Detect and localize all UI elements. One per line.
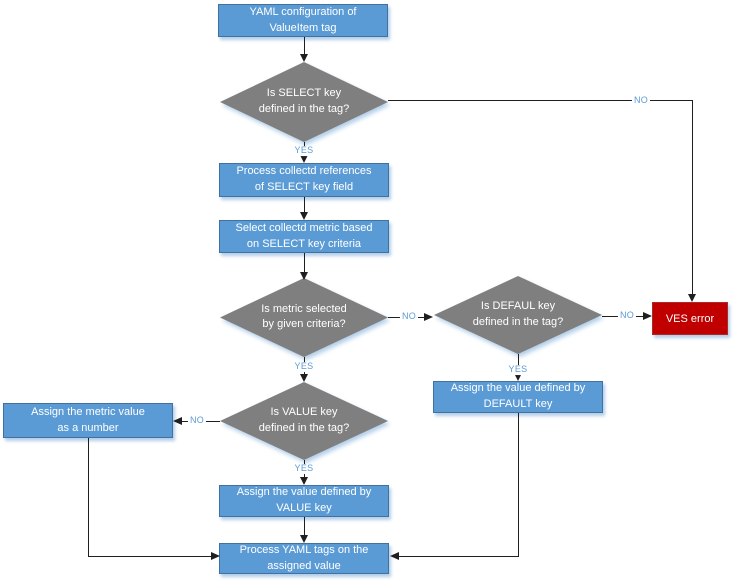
- node-select-collectd-metric-label: Select collectd metric based on SELECT k…: [235, 221, 373, 250]
- arrowhead-right-icon: [424, 313, 433, 321]
- node-assign-value-key-value-label: Assign the value defined by VALUE key: [236, 486, 372, 514]
- decision-metric-selected-label: Is metric selected by given criteria?: [261, 302, 347, 331]
- arrowhead-down-icon: [688, 294, 696, 302]
- node-process-collectd-references-label: Process collectd references of SELECT ke…: [236, 165, 372, 193]
- arrowhead-down-icon: [300, 212, 308, 220]
- edge-label-metric-no: NO: [399, 311, 419, 322]
- node-assign-metric-as-number: Assign the metric value as a number: [3, 403, 173, 438]
- arrowhead-down-icon: [300, 54, 308, 62]
- arrowhead-right-icon: [211, 552, 220, 560]
- arrowhead-left-icon: [173, 417, 182, 425]
- decision-value-key-label: Is VALUE key defined in the tag?: [258, 406, 350, 434]
- connector-config-to-select-decision: [304, 37, 305, 54]
- connector-metricbox-down: [88, 438, 89, 557]
- arrowhead-right-icon: [643, 312, 652, 320]
- edge-label-default-yes: YES: [506, 364, 530, 375]
- arrowhead-down-icon: [300, 272, 308, 280]
- edge-label-metric-yes: YES: [292, 361, 316, 372]
- node-assign-default-value: Assign the value defined by DEFAULT key: [433, 381, 603, 413]
- connector-defaultbox-to-processyaml: [399, 556, 519, 557]
- connector-selectmetric-to-decision: [304, 253, 305, 272]
- node-assign-value-key-value: Assign the value defined by VALUE key: [219, 485, 389, 517]
- edge-label-value-no: NO: [187, 415, 207, 426]
- edge-label-select-yes: YES: [292, 145, 316, 156]
- arrowhead-down-icon: [514, 373, 522, 381]
- node-yaml-configuration: YAML configuration of ValueItem tag: [218, 4, 388, 37]
- node-assign-metric-as-number-label: Assign the metric value as a number: [31, 405, 145, 434]
- node-select-collectd-metric: Select collectd metric based on SELECT k…: [219, 220, 389, 253]
- node-process-collectd-references: Process collectd references of SELECT ke…: [219, 163, 389, 197]
- decision-value-key: Is VALUE key defined in the tag?: [220, 382, 388, 460]
- arrowhead-down-icon: [300, 535, 308, 543]
- edge-label-value-yes: YES: [292, 463, 316, 474]
- node-process-yaml-tags: Process YAML tags on the assigned value: [219, 543, 389, 574]
- decision-default-key: Is DEFAUL key defined in the tag?: [434, 276, 602, 354]
- connector-defaultbox-down: [518, 413, 519, 557]
- decision-default-key-label: Is DEFAUL key defined in the tag?: [472, 300, 564, 328]
- edge-label-select-no: NO: [631, 95, 651, 106]
- node-process-yaml-tags-label: Process YAML tags on the assigned value: [239, 543, 369, 572]
- arrowhead-down-icon: [300, 374, 308, 382]
- decision-metric-selected: Is metric selected by given criteria?: [220, 278, 388, 357]
- decision-select-key-label: Is SELECT key defined in the tag?: [258, 87, 350, 115]
- connector-valuebox-to-processyaml: [304, 517, 305, 535]
- connector-default-yes: [518, 354, 519, 373]
- connector-select-no-vertical: [692, 100, 693, 294]
- edge-label-default-no: NO: [617, 310, 637, 321]
- connector-metricbox-to-processyaml: [88, 556, 211, 557]
- arrowhead-down-icon: [300, 477, 308, 485]
- node-ves-error-label: VES error: [665, 312, 715, 325]
- arrowhead-left-icon: [390, 552, 399, 560]
- node-yaml-configuration-label: YAML configuration of ValueItem tag: [249, 5, 357, 34]
- node-assign-default-value-label: Assign the value defined by DEFAULT key: [450, 382, 586, 410]
- connector-refs-to-selectmetric: [304, 197, 305, 212]
- node-ves-error: VES error: [652, 302, 728, 335]
- decision-select-key: Is SELECT key defined in the tag?: [220, 62, 388, 142]
- connector-select-no-horizontal: [388, 100, 693, 101]
- arrowhead-down-icon: [300, 155, 308, 163]
